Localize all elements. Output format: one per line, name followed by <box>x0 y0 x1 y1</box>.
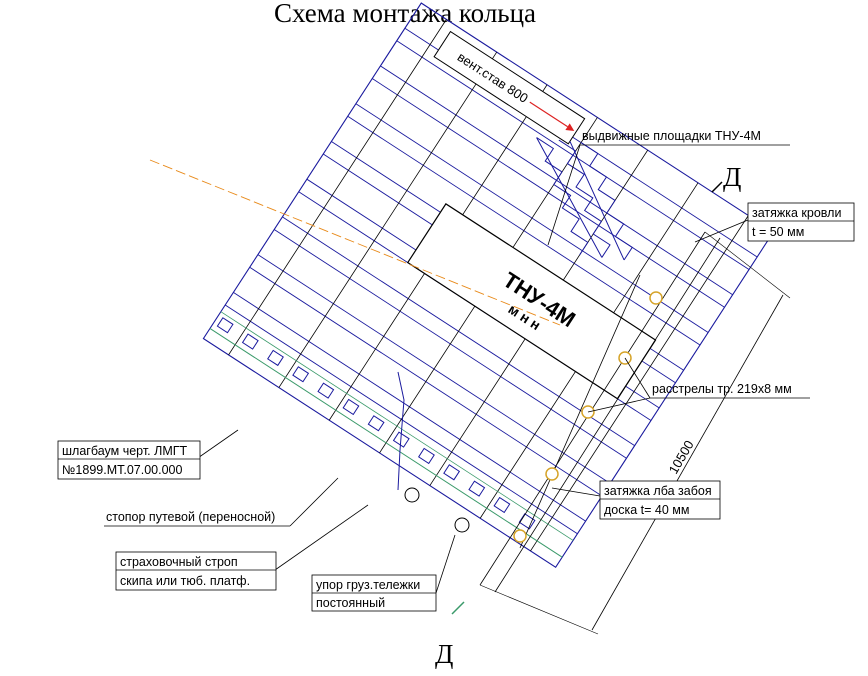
dimension-ext-top <box>704 231 791 299</box>
leader-stopper <box>289 477 339 527</box>
callout-sling-box <box>115 551 277 591</box>
callout-platforms: выдвижные площадки ТНУ-4М <box>582 129 761 143</box>
callout-roof-tie-box <box>747 202 855 242</box>
callout-roof-tie-thickness: t = 50 мм <box>752 225 804 239</box>
vent-duct-arrow <box>529 101 568 128</box>
extendable-platforms <box>536 137 633 261</box>
track-line-2 <box>220 311 574 541</box>
section-mark-bottom: Д <box>435 639 453 669</box>
axis-line <box>149 159 561 326</box>
cart-wheel-1 <box>404 487 420 503</box>
leader-struts-a <box>624 357 651 399</box>
rail-sleepers <box>216 317 536 530</box>
section-tick-top <box>711 181 723 193</box>
dimension-value: 10500 <box>666 438 697 477</box>
dimension-line <box>591 294 784 631</box>
callout-stopper: стопор путевой (переносной) <box>106 510 275 524</box>
callout-roof-tie: затяжка кровли <box>752 206 841 220</box>
callout-barrier-number: №1899.МТ.07.00.000 <box>62 463 182 477</box>
leader-roof-tie <box>694 219 749 243</box>
callout-cart-stop-2: постоянный <box>316 596 385 610</box>
vent-duct-bar <box>433 30 586 145</box>
leader-struts-b <box>587 397 651 413</box>
callout-face-tie: затяжка лба забоя <box>604 484 712 498</box>
rotated-structure: вент.став 800 ТНУ-4М м н н <box>202 2 775 569</box>
callout-struts: расстрелы тр. 219х8 мм <box>652 382 792 396</box>
callout-sling-2: скипа или тюб. платф. <box>120 574 250 588</box>
callout-barrier-box <box>57 440 201 480</box>
callout-sling-1: страховочный строп <box>120 555 238 569</box>
scheme-title: Схема монтажа кольца <box>274 0 536 28</box>
vent-duct-arrowhead <box>565 123 575 132</box>
callout-barrier-name: шлагбаум черт. ЛМГТ <box>62 444 188 458</box>
leader-sling <box>274 504 369 571</box>
leader-face-tie <box>551 487 601 497</box>
callout-face-tie-box <box>599 480 721 520</box>
section-mark-top: Д <box>723 162 741 192</box>
sling-rope <box>397 371 405 491</box>
section-tick-bottom <box>451 601 465 615</box>
callout-cart-stop-1: упор груз.тележки <box>316 578 420 592</box>
dimension-ext-bottom <box>479 584 599 635</box>
leader-barrier <box>194 429 239 461</box>
leader-platforms <box>547 144 581 246</box>
leader-cart-stop <box>435 534 456 594</box>
track-line <box>209 328 563 558</box>
cart-wheel-2 <box>454 517 470 533</box>
callout-face-tie-board: доска t= 40 мм <box>604 503 689 517</box>
